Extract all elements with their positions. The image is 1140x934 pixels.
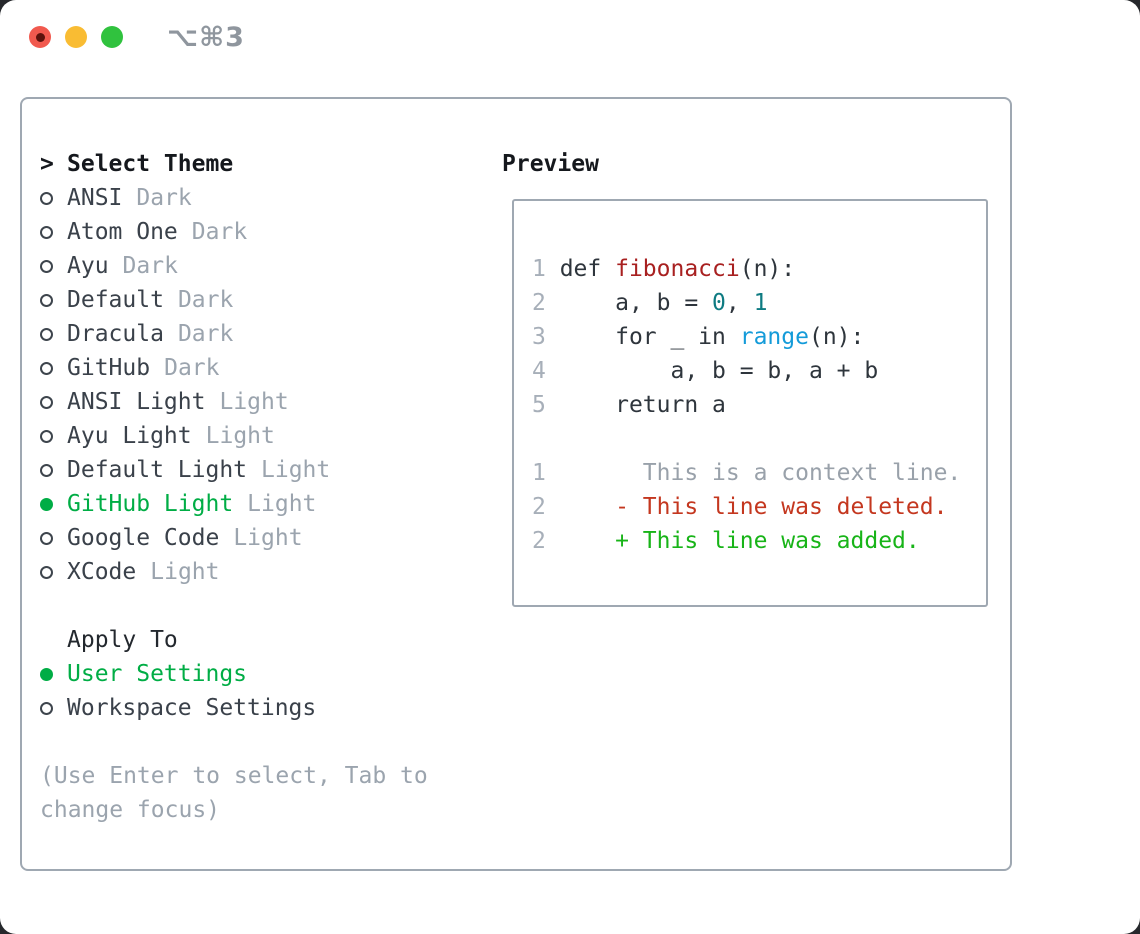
preview-code-line: 1 This is a context line.: [532, 460, 962, 486]
theme-option-ansi[interactable]: ANSI Dark: [40, 181, 428, 215]
preview-section: Preview 1 def fibonacci(n): 2 a, b = 0, 1…: [500, 147, 988, 607]
radio-icon: [40, 701, 53, 715]
spacer: [40, 589, 428, 623]
theme-option-ansi-light[interactable]: ANSI Light Light: [40, 385, 428, 419]
apply-option-label: Workspace Settings: [67, 695, 317, 721]
theme-option-xcode[interactable]: XCode Light: [40, 555, 428, 589]
theme-name: Default: [67, 287, 164, 313]
radio-icon: [40, 225, 53, 239]
theme-option-github-light[interactable]: GitHub Light Light: [40, 487, 428, 521]
theme-name: Ayu Light: [67, 423, 192, 449]
preview-code-line: [532, 558, 986, 592]
apply-to-title: Apply To: [67, 627, 178, 653]
radio-icon: [40, 565, 53, 579]
minimize-button[interactable]: [65, 26, 87, 48]
theme-list-section: > Select Theme ANSI Dark Atom One Dark A…: [40, 147, 428, 827]
preview-box: 1 def fibonacci(n): 2 a, b = 0, 1 3 for _ …: [512, 199, 988, 607]
theme-option-github[interactable]: GitHub Dark: [40, 351, 428, 385]
theme-option-atom-one[interactable]: Atom One Dark: [40, 215, 428, 249]
zoom-button[interactable]: [101, 26, 123, 48]
close-button-dot-icon: [35, 32, 45, 42]
theme-option-google-code[interactable]: Google Code Light: [40, 521, 428, 555]
radio-icon: [40, 463, 53, 477]
theme-name: Ayu: [67, 253, 109, 279]
radio-icon: [40, 293, 53, 307]
theme-name: ANSI Light: [67, 389, 206, 415]
theme-option-ayu-light[interactable]: Ayu Light Light: [40, 419, 428, 453]
apply-option-workspace-settings[interactable]: Workspace Settings: [40, 691, 428, 725]
preview-header: Preview: [500, 147, 988, 181]
close-button[interactable]: [29, 26, 51, 48]
theme-name: Google Code: [67, 525, 220, 551]
apply-to-header: Apply To: [40, 623, 428, 657]
radio-icon: [40, 259, 53, 273]
radio-icon: [40, 191, 53, 205]
preview-code-line: 1 def fibonacci(n):: [532, 256, 796, 282]
help-text: (Use Enter to select, Tab to change focu…: [40, 759, 428, 827]
theme-name: GitHub Light: [67, 491, 234, 517]
theme-name: ANSI: [67, 185, 123, 211]
apply-option-label: User Settings: [67, 661, 248, 687]
theme-option-default-light[interactable]: Default Light Light: [40, 453, 428, 487]
window-title: ⌥⌘3: [167, 22, 245, 53]
theme-variant-label: Dark: [136, 185, 192, 211]
select-theme-header: > Select Theme: [40, 147, 428, 181]
preview-code-line: 2 + This line was added.: [532, 528, 920, 554]
prompt-icon: >: [40, 151, 54, 177]
theme-name: Default Light: [67, 457, 248, 483]
theme-variant-label: Light: [247, 491, 317, 517]
theme-variant-label: Light: [233, 525, 303, 551]
theme-variant-label: Light: [150, 559, 220, 585]
preview-code-line: 4 a, b = b, a + b: [532, 358, 879, 384]
theme-variant-label: Dark: [177, 287, 234, 313]
preview-title: Preview: [502, 151, 599, 177]
theme-name: GitHub: [67, 355, 151, 381]
theme-variant-label: Light: [205, 423, 275, 449]
radio-icon: [40, 395, 53, 409]
theme-variant-label: Light: [261, 457, 331, 483]
radio-icon: [40, 327, 53, 341]
preview-code-line: [532, 422, 986, 456]
theme-variant-label: Light: [219, 389, 289, 415]
theme-options-list: ANSI Dark Atom One Dark Ayu Dark Default…: [40, 181, 428, 589]
theme-variant-label: Dark: [164, 355, 220, 381]
preview-code-line: 5 return a: [532, 392, 726, 418]
theme-name: Dracula: [67, 321, 164, 347]
spacer: [40, 725, 428, 759]
radio-icon: [40, 361, 53, 375]
theme-variant-label: Dark: [122, 253, 178, 279]
theme-name: Atom One: [67, 219, 178, 245]
preview-code-line: 2 - This line was deleted.: [532, 494, 948, 520]
theme-option-dracula[interactable]: Dracula Dark: [40, 317, 428, 351]
theme-name: XCode: [67, 559, 137, 585]
help-line: change focus): [40, 797, 221, 823]
radio-icon: [40, 667, 53, 681]
radio-icon: [40, 531, 53, 545]
preview-code-line: 3 for _ in range(n):: [532, 324, 865, 350]
apply-to-options-list: User Settings Workspace Settings: [40, 657, 428, 725]
theme-picker-panel: > Select Theme ANSI Dark Atom One Dark A…: [20, 97, 1012, 871]
help-line: (Use Enter to select, Tab to: [40, 763, 428, 789]
theme-option-default[interactable]: Default Dark: [40, 283, 428, 317]
preview-code-line: 2 a, b = 0, 1: [532, 290, 768, 316]
radio-icon: [40, 497, 53, 511]
theme-variant-label: Dark: [177, 321, 234, 347]
theme-variant-label: Dark: [191, 219, 248, 245]
apply-option-user-settings[interactable]: User Settings: [40, 657, 428, 691]
preview-code-line: [532, 218, 986, 252]
radio-icon: [40, 429, 53, 443]
theme-option-ayu[interactable]: Ayu Dark: [40, 249, 428, 283]
section-title: Select Theme: [67, 151, 234, 177]
